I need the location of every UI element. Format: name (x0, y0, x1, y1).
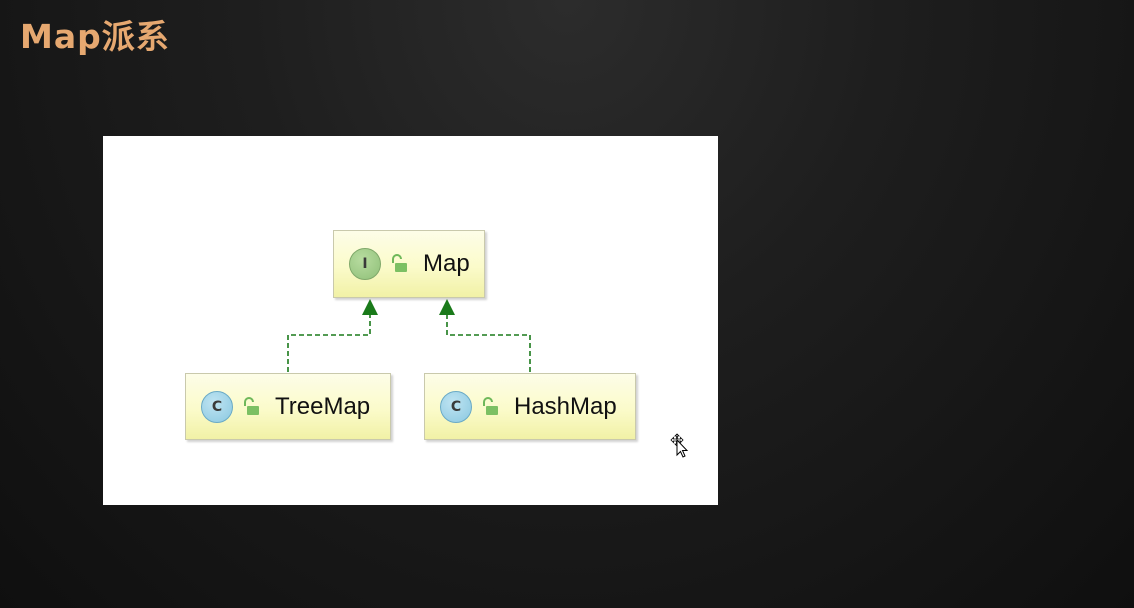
move-cursor-icon (670, 433, 689, 458)
slide-title: Map派系 (20, 17, 170, 56)
arrowhead-hashmap-to-map (439, 299, 455, 315)
class-icon: C (440, 390, 472, 423)
interface-icon: I (349, 248, 381, 280)
node-treemap[interactable]: C TreeMap (185, 373, 391, 440)
unlocked-padlock-icon (392, 254, 407, 272)
node-label-map: Map (423, 250, 470, 277)
unlocked-padlock-icon (244, 396, 259, 415)
unlocked-padlock-icon (483, 396, 498, 415)
edge-treemap-to-map (287, 314, 371, 372)
node-label-hashmap: HashMap (514, 392, 617, 420)
node-hashmap[interactable]: C HashMap (424, 373, 636, 440)
node-map[interactable]: I Map (333, 230, 485, 298)
inheritance-edges (287, 299, 531, 372)
arrowhead-treemap-to-map (362, 299, 378, 315)
edge-hashmap-to-map (446, 314, 531, 372)
class-diagram: I Map C TreeMap C HashMap (103, 136, 718, 505)
node-label-treemap: TreeMap (275, 392, 371, 420)
class-icon: C (201, 390, 233, 423)
